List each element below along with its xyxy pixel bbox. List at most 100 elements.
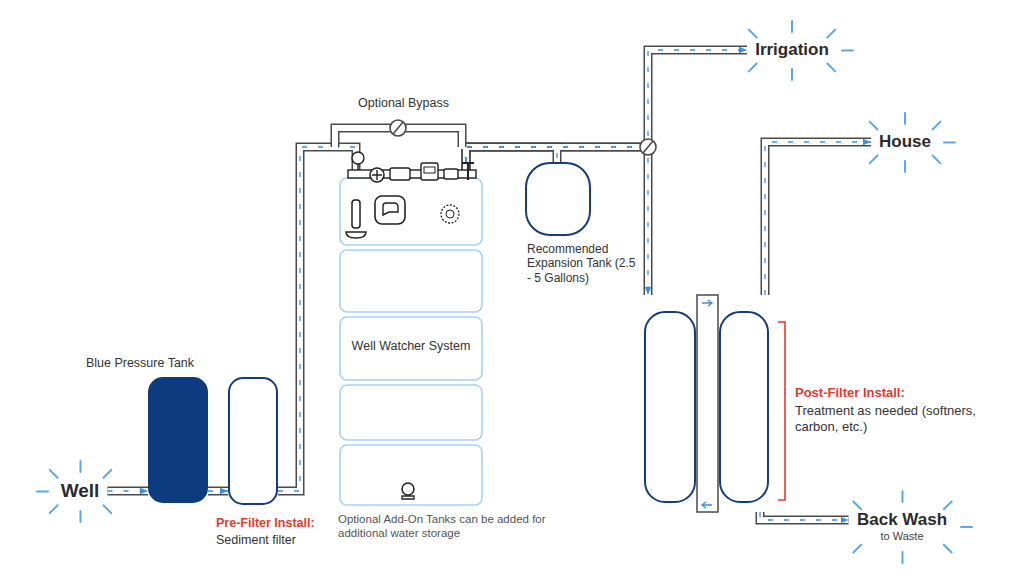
pressure-tank: Blue Pressure Tank (148, 377, 208, 503)
drain-valve-base (402, 496, 414, 499)
pipe (466, 147, 648, 295)
logo-badge (441, 205, 459, 223)
burst-ray (853, 545, 861, 553)
bypass-valve (390, 120, 406, 136)
node-shape (228, 377, 278, 505)
node-title: Irrigation (755, 40, 829, 60)
burst-ray (901, 552, 903, 563)
storage-tank: Well Watcher System (340, 178, 482, 505)
flow-line (466, 147, 648, 295)
meter-screen (424, 167, 435, 173)
pipe-inside (208, 488, 228, 494)
sensor-icon (352, 200, 360, 228)
tank-body (149, 378, 207, 502)
expansion-tank: Recommended Expansion Tank (2.5 - 5 Gall… (525, 162, 591, 236)
tank-body (526, 163, 590, 235)
burst-ray (904, 113, 906, 124)
tank-segment (340, 385, 482, 440)
check-valve (390, 168, 410, 180)
note-text: Optional Add-On Tanks can be added for a… (338, 512, 553, 541)
pipe-outlines (108, 50, 872, 520)
burst-ray (791, 21, 793, 32)
burst-ray (842, 49, 853, 51)
node-shape (148, 377, 208, 503)
node-text: Sediment filter (216, 533, 296, 548)
burst-ray (49, 469, 57, 477)
node-title: Well (61, 480, 100, 503)
bypass-label: Optional Bypass (358, 96, 449, 112)
burst-ray (49, 505, 57, 513)
burst-ray (904, 161, 906, 172)
outlet-point: Back Washto Waste (849, 507, 956, 547)
solenoid-valve (444, 169, 458, 179)
pipe (765, 142, 871, 295)
node-shape (640, 295, 770, 512)
meter-display (421, 163, 438, 180)
pipe (108, 487, 149, 496)
flow-line (466, 50, 747, 178)
sensor-icon-base (346, 232, 366, 238)
flow-arrow (702, 300, 712, 508)
controller-icon-detail (383, 203, 398, 215)
burst-ray (943, 545, 951, 553)
tank-body (720, 312, 768, 502)
node-title: Post-Filter Install: (795, 385, 905, 401)
burst-ray (79, 461, 81, 472)
burst-ray (79, 511, 81, 522)
burst-ray (853, 502, 861, 510)
junction-valve (640, 139, 656, 155)
pipe-inside (108, 488, 149, 494)
pipe-inside (760, 512, 849, 520)
valve-column (697, 295, 718, 512)
tank-body (229, 378, 277, 504)
flow-lines (108, 50, 872, 520)
burst-ray (870, 121, 878, 129)
tank-segment (340, 178, 482, 245)
gauge-stem (357, 164, 358, 170)
bracket (778, 322, 785, 500)
burst-ray (749, 29, 757, 37)
burst-ray (791, 69, 793, 80)
node-title: Recommended Expansion Tank (2.5 - 5 Gall… (527, 242, 637, 285)
burst-ray (37, 490, 48, 492)
node-title: Pre-Filter Install: (216, 516, 315, 531)
tank-body (645, 312, 695, 502)
treatment-tanks: Post-Filter Install:Treatment as needed … (640, 295, 770, 512)
flow-line (208, 490, 228, 491)
outlet-point: Irrigation (747, 37, 837, 64)
tank-segment (340, 250, 482, 312)
burst-ray (749, 63, 757, 71)
burst-ray (901, 491, 903, 502)
outlet-point: House (871, 129, 939, 156)
node-text: Treatment as needed (softners, carbon, e… (795, 403, 995, 434)
node-title: Back Wash (857, 510, 948, 530)
node-text: to Waste (857, 530, 948, 543)
burst-ray (103, 505, 111, 513)
tank-segment (340, 445, 482, 505)
pipe-inside (466, 147, 648, 295)
controller-icon (375, 196, 405, 224)
flow-line (765, 142, 871, 295)
burst-ray (870, 155, 878, 163)
pipe (760, 512, 849, 520)
pressure-gauge (352, 152, 364, 164)
burst-ray (944, 141, 955, 143)
inlet-valve-cross (372, 170, 382, 180)
node-shape (525, 162, 591, 236)
outlet-handle (462, 163, 474, 180)
drain-valve (402, 483, 414, 495)
tank-segment (340, 317, 482, 380)
flow-line (760, 512, 849, 520)
logo-badge-center (446, 210, 454, 218)
manifold-pipe (348, 170, 476, 178)
bypass-valve-handle (393, 122, 403, 134)
burst-ray (933, 155, 941, 163)
pipe-insides (108, 50, 872, 520)
node-title: Well Watcher System (340, 339, 482, 354)
source-point: Well (53, 477, 108, 506)
burst-ray (827, 63, 835, 71)
burst-ray (103, 469, 111, 477)
junction-valve-handle (643, 141, 653, 153)
pipe-inside (466, 50, 747, 178)
